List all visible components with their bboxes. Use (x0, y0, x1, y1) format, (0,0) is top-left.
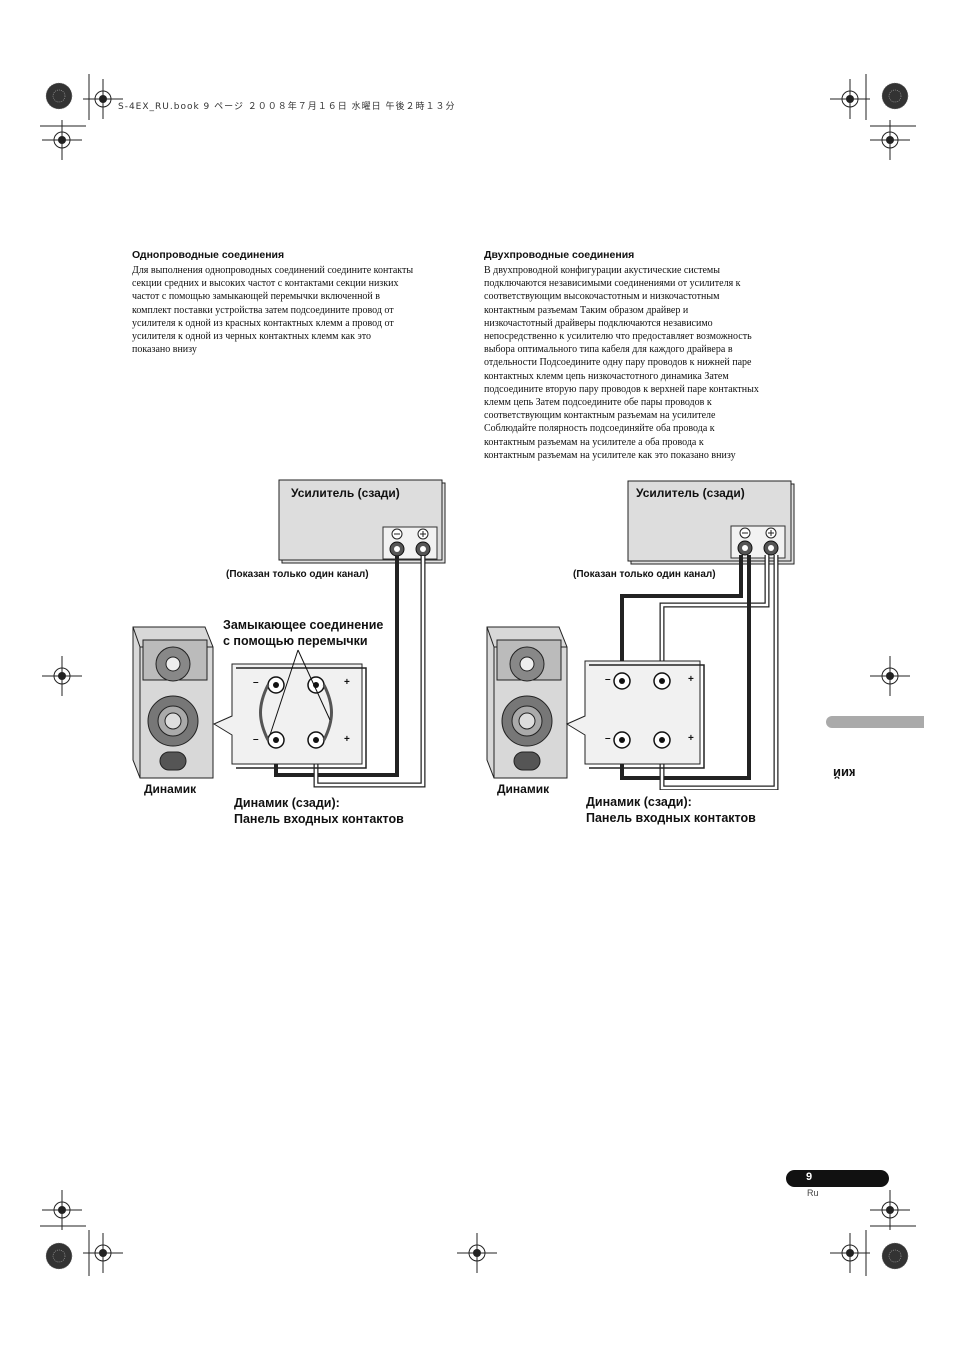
left-panel-label: Динамик (сзади): Панель входных контакто… (234, 796, 404, 826)
left-channel-note: (Показан только один канал) (226, 569, 369, 580)
right-amplifier-label: Усилитель (сзади) (636, 486, 745, 500)
page-number: 9 (806, 1171, 813, 1183)
bi-wire-diagram (486, 480, 795, 790)
left-minus-top: – (253, 677, 259, 688)
left-plus-top: + (344, 677, 350, 688)
right-panel-label: Динамик (сзади): Панель входных контакто… (586, 795, 756, 825)
left-amplifier-label: Усилитель (сзади) (291, 486, 400, 500)
bi-wire-body: В двухпроводной конфигурации акустически… (484, 265, 759, 461)
jumper-label: Замыкающее соединение с помощью перемычк… (223, 618, 384, 648)
print-file-info: S-4EX_RU.book 9 ページ ２００８年７月１６日 水曜日 午後２時１… (118, 102, 456, 112)
right-plus-bottom: + (688, 733, 694, 744)
speaker-illustration (486, 626, 568, 779)
right-minus-bottom: – (605, 733, 611, 744)
upper-negative-cable (620, 555, 743, 681)
right-plus-top: + (688, 674, 694, 685)
amplifier-terminals (382, 526, 438, 560)
right-minus-top: – (605, 674, 611, 685)
left-plus-bottom: + (344, 734, 350, 745)
right-channel-note: (Показан только один канал) (573, 569, 716, 580)
speaker-illustration (132, 626, 214, 779)
left-minus-bottom: – (253, 734, 259, 745)
language-tab-label: кий (833, 766, 856, 781)
single-wire-body: Для выполнения однопроводных соединений … (132, 265, 414, 356)
amplifier-terminals (730, 525, 786, 559)
single-wire-heading: Однопроводные соединения (132, 249, 285, 261)
left-speaker-label: Динамик (144, 782, 197, 796)
single-wire-diagram (132, 479, 446, 788)
bi-wire-heading: Двухпроводные соединения (484, 249, 635, 261)
right-speaker-label: Динамик (497, 782, 550, 796)
language-tab-bar (826, 716, 924, 728)
page-number-pill (786, 1170, 889, 1187)
page-language-code: Ru (807, 1188, 819, 1198)
